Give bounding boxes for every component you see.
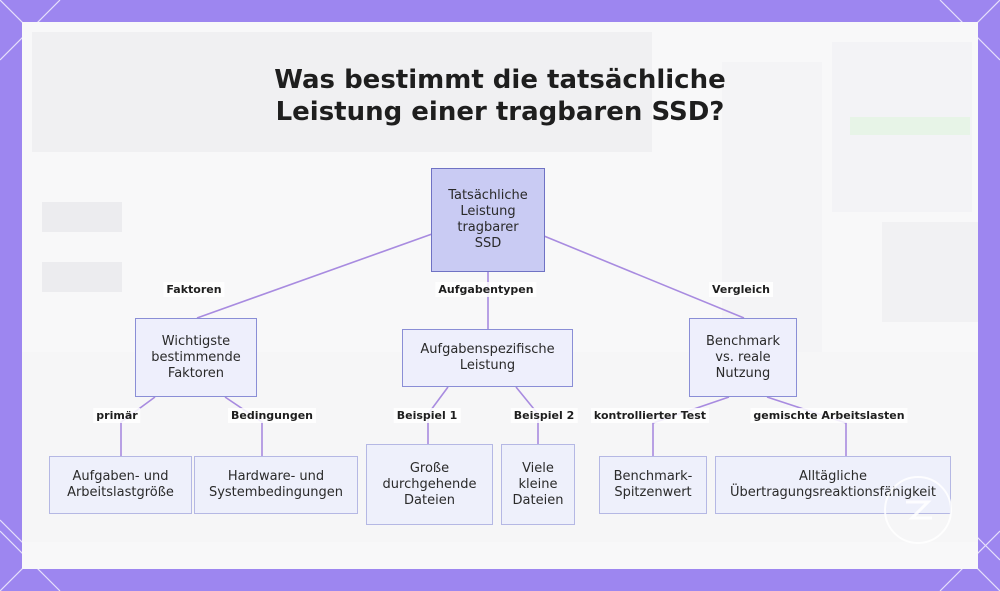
node-bench-peak: Benchmark- Spitzenwert <box>599 456 707 514</box>
edge-label-conditions: Bedingungen <box>227 408 317 423</box>
edge-label-compare: Vergleich <box>708 282 774 297</box>
edge-factors-hw <box>224 396 263 456</box>
edge-bench-peak <box>652 396 730 456</box>
edge-root-factors <box>196 233 433 319</box>
node-root: Tatsächliche Leistung tragbarer SSD <box>431 168 545 272</box>
page-title: Was bestimmt die tatsächliche Leistung e… <box>22 64 978 128</box>
edge-label-mixed: gemischte Arbeitslasten <box>750 408 908 423</box>
edge-factors-size <box>120 396 156 456</box>
node-benchmark: Benchmark vs. reale Nutzung <box>689 318 797 397</box>
edge-label-tasktypes: Aufgabentypen <box>435 282 537 297</box>
title-line-1: Was bestimmt die tatsächliche <box>274 65 726 95</box>
watermark-logo-icon <box>884 476 952 544</box>
node-hw-conditions: Hardware- und Systembedingungen <box>194 456 358 514</box>
node-task-size: Aufgaben- und Arbeitslastgröße <box>49 456 192 514</box>
edge-label-example2: Beispiel 2 <box>510 408 578 423</box>
diagram-edges <box>120 233 847 456</box>
edge-label-example1: Beispiel 1 <box>393 408 461 423</box>
node-small-files: Viele kleine Dateien <box>501 444 575 525</box>
edge-label-primary: primär <box>93 408 141 423</box>
edge-bench-everyday <box>766 396 847 456</box>
edge-root-benchmark <box>543 235 745 319</box>
node-factors: Wichtigste bestimmende Faktoren <box>135 318 257 397</box>
edge-label-controlled: kontrollierter Test <box>590 408 710 423</box>
edge-label-factors: Faktoren <box>163 282 225 297</box>
node-task-specific: Aufgabenspezifische Leistung <box>402 329 573 387</box>
title-line-2: Leistung einer tragbaren SSD? <box>275 97 725 127</box>
node-large-files: Große durchgehende Dateien <box>366 444 493 525</box>
node-everyday: Alltägliche Übertragungsreaktionsfähigke… <box>715 456 951 514</box>
diagram-card: Was bestimmt die tatsächliche Leistung e… <box>22 22 978 569</box>
